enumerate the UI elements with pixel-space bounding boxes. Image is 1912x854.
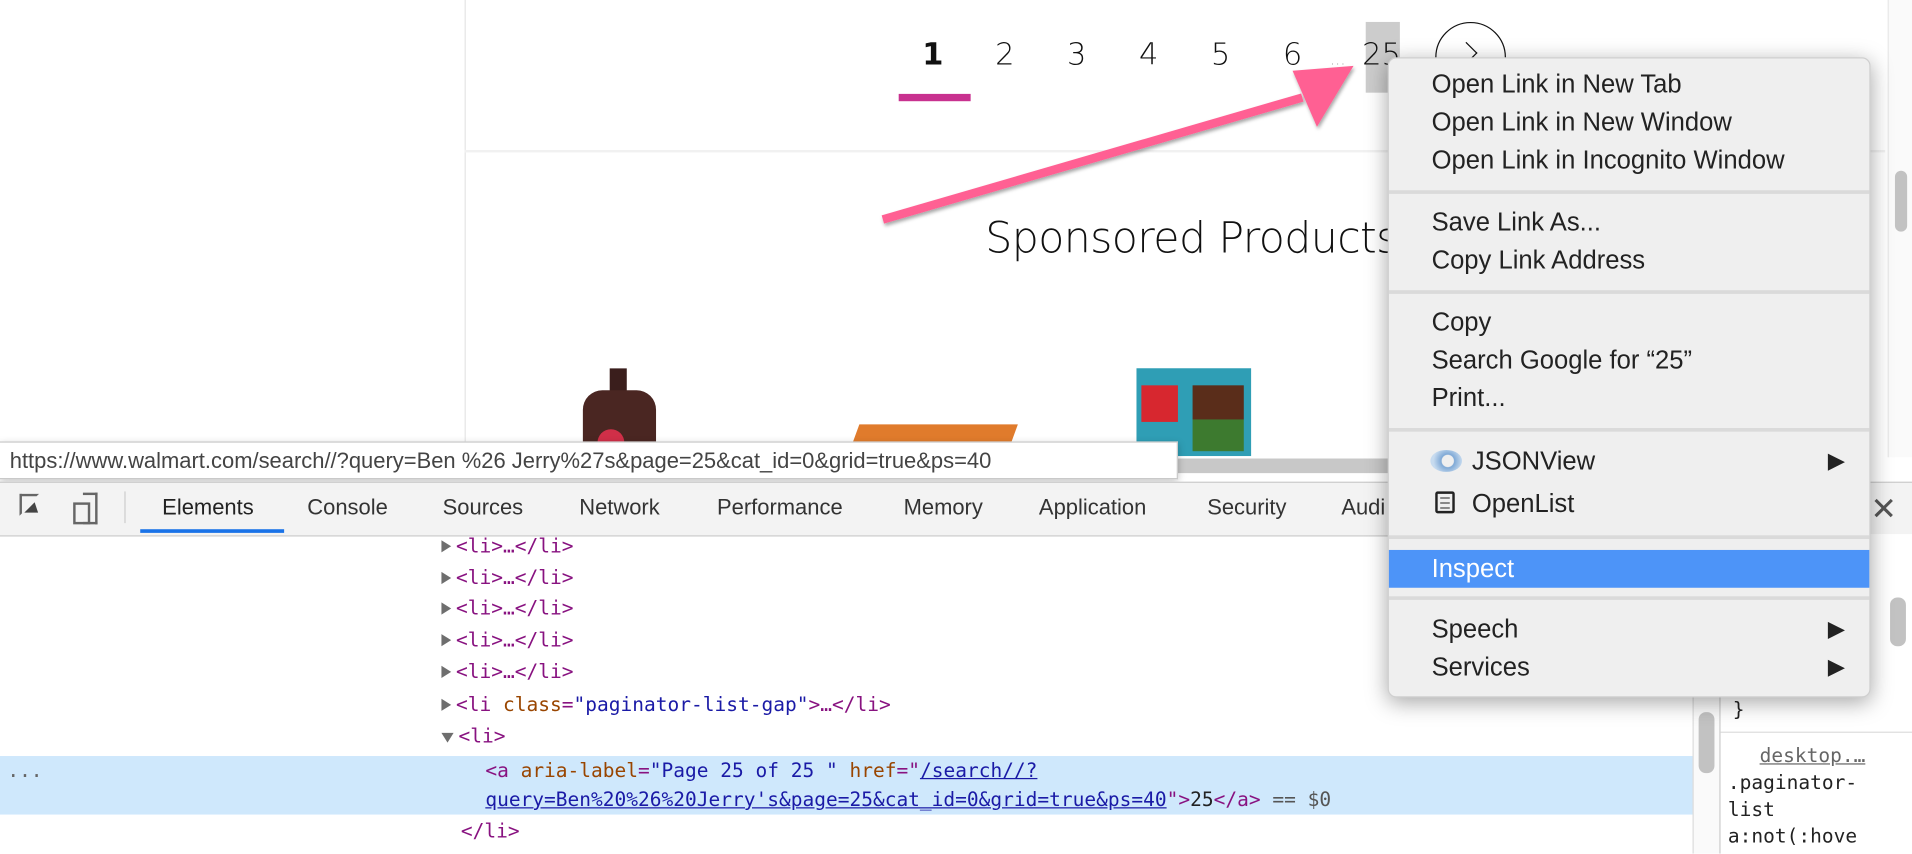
dom-node-li[interactable]: <li>…</li> — [0, 593, 1912, 625]
menu-save-link-as[interactable]: Save Link As... — [1431, 208, 1601, 237]
page-scrollbar-thumb[interactable] — [1894, 170, 1908, 232]
dom-node-li[interactable]: <li>…</li> — [0, 624, 1912, 656]
sponsored-products-title: Sponsored Products — [985, 214, 1398, 264]
close-devtools-icon[interactable]: ✕ — [1870, 490, 1898, 527]
link-url-status: https://www.walmart.com/search//?query=B… — [0, 441, 1178, 480]
menu-jsonview[interactable]: JSONView — [1389, 443, 1869, 481]
inspect-element-icon[interactable] — [19, 493, 42, 520]
page-link-3[interactable]: 3 — [1067, 36, 1087, 72]
menu-separator — [1388, 535, 1870, 539]
dom-node-li-close[interactable]: </li> — [460, 819, 520, 843]
toolbar-divider — [124, 491, 126, 524]
dom-node-li[interactable]: <li>…</li> — [0, 530, 1912, 562]
dom-node-li-expanded[interactable]: <li> — [0, 721, 1912, 753]
page-link-6[interactable]: 6 — [1282, 36, 1303, 72]
tab-audits[interactable]: Audi — [1341, 495, 1386, 520]
dom-node-li-gap[interactable]: <li class="paginator-list-gap">…</li> — [0, 689, 1912, 721]
tab-memory[interactable]: Memory — [903, 495, 983, 520]
horizontal-scrollbar-thumb[interactable] — [1146, 458, 1391, 474]
menu-openlist[interactable]: OpenList — [1389, 485, 1869, 523]
submenu-arrow-icon — [1827, 659, 1845, 677]
menu-open-new-window[interactable]: Open Link in New Window — [1431, 108, 1732, 137]
style-source-link[interactable]: desktop.… — [1759, 743, 1866, 768]
menu-copy-link-address[interactable]: Copy Link Address — [1431, 246, 1646, 275]
pagination-gap: … — [1329, 51, 1346, 70]
tab-application[interactable]: Application — [1038, 495, 1147, 520]
menu-open-new-tab[interactable]: Open Link in New Tab — [1431, 70, 1682, 99]
dom-node-li[interactable]: <li>…</li> — [0, 562, 1912, 594]
submenu-arrow-icon — [1827, 621, 1845, 639]
menu-separator — [1388, 596, 1870, 600]
page-scrollbar[interactable] — [1887, 0, 1912, 458]
menu-open-incognito[interactable]: Open Link in Incognito Window — [1431, 146, 1785, 175]
style-selector: a:not(:hove — [1727, 824, 1858, 848]
menu-separator — [1388, 428, 1870, 432]
page-link-1[interactable]: 1 — [922, 36, 944, 72]
node-actions-dots[interactable]: ... — [7, 758, 43, 782]
page-link-2[interactable]: 2 — [995, 36, 1015, 72]
current-page-indicator — [898, 93, 971, 102]
tab-sources[interactable]: Sources — [442, 495, 524, 520]
menu-speech[interactable]: Speech — [1389, 611, 1869, 649]
dom-node-li[interactable]: <li>…</li> — [0, 656, 1912, 688]
product-image-candy[interactable] — [1136, 368, 1252, 457]
menu-search-google[interactable]: Search Google for “25” — [1431, 346, 1693, 375]
style-rule-end: } — [1732, 697, 1745, 721]
menu-inspect[interactable]: Inspect — [1388, 549, 1870, 588]
device-toolbar-icon[interactable] — [71, 492, 98, 525]
style-selector: .paginator- — [1727, 770, 1858, 794]
section-divider — [464, 149, 1886, 153]
page-link-4[interactable]: 4 — [1138, 36, 1159, 72]
tab-console[interactable]: Console — [307, 495, 388, 520]
page-left-divider — [464, 0, 466, 458]
tab-elements[interactable]: Elements — [162, 495, 254, 520]
menu-separator — [1388, 290, 1870, 294]
styles-scrollbar[interactable] — [1890, 597, 1906, 647]
tab-performance[interactable]: Performance — [717, 495, 843, 520]
menu-separator — [1388, 190, 1870, 194]
jsonview-icon — [1430, 449, 1463, 472]
href-link[interactable]: /search//? — [919, 758, 1038, 782]
menu-copy[interactable]: Copy — [1431, 308, 1492, 337]
style-selector: list — [1727, 797, 1775, 821]
active-tab-indicator — [140, 529, 285, 533]
tab-security[interactable]: Security — [1207, 495, 1287, 520]
list-icon — [1435, 491, 1455, 514]
submenu-arrow-icon — [1827, 453, 1845, 471]
menu-services[interactable]: Services — [1389, 649, 1869, 687]
selected-dom-node[interactable] — [0, 756, 1693, 815]
tab-network[interactable]: Network — [579, 495, 660, 520]
menu-print[interactable]: Print... — [1431, 384, 1506, 413]
context-menu: Open Link in New Tab Open Link in New Wi… — [1387, 57, 1871, 698]
page-link-5[interactable]: 5 — [1210, 36, 1231, 72]
href-link[interactable]: query=Ben%20%26%20Jerry's&page=25&cat_id… — [485, 787, 1167, 811]
